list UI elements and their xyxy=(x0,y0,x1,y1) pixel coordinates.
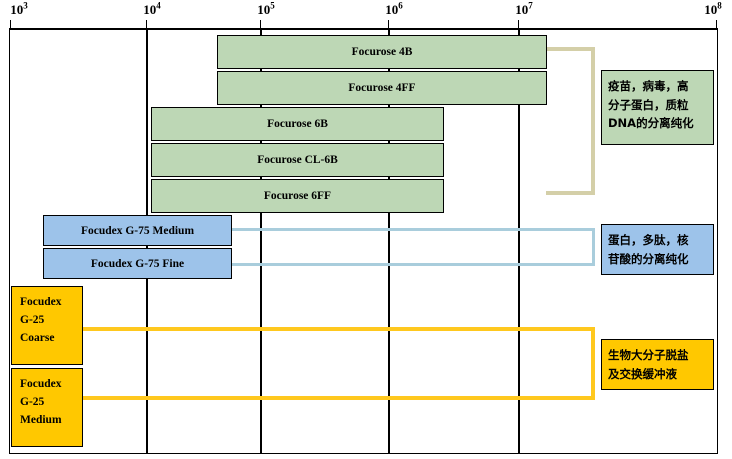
x-axis-label-1e7: 107 xyxy=(515,0,533,17)
note-line2: 及交换缓冲液 xyxy=(608,366,677,381)
x-axis-label-1e5: 105 xyxy=(257,0,275,17)
bar-focudex-g25-medium[interactable]: Focudex G-25 Medium xyxy=(11,368,83,447)
bar-label-line2: G-25 xyxy=(20,395,45,408)
plot-area: Focurose 4B Focurose 4FF Focurose 6B Foc… xyxy=(9,29,718,454)
x-axis-tick-1e5 xyxy=(260,20,261,30)
x-axis-tick-1e7 xyxy=(518,20,519,30)
bar-label: Focurose 6B xyxy=(267,118,328,130)
bar-label-line3: Coarse xyxy=(20,331,55,344)
x-axis-tick-1e3 xyxy=(10,20,11,30)
bar-focurose-6ff[interactable]: Focurose 6FF xyxy=(151,179,444,213)
note-desalt-applications: 生物大分子脱盐 及交换缓冲液 xyxy=(601,339,714,390)
x-axis-label-1e4: 104 xyxy=(143,0,161,17)
bar-label-line1: Focudex xyxy=(20,296,62,308)
bar-label: Focurose 4B xyxy=(351,46,413,58)
bar-label-line3: Medium xyxy=(20,413,62,426)
bar-focurose-cl-6b[interactable]: Focurose CL-6B xyxy=(151,143,444,177)
bar-focudex-g75-fine[interactable]: Focudex G-75 Fine xyxy=(43,248,232,279)
bar-focudex-g75-medium[interactable]: Focudex G-75 Medium xyxy=(43,215,232,246)
note-dextran-applications: 蛋白，多肽，核 苷酸的分离纯化 xyxy=(601,224,714,275)
bracket-desalt xyxy=(83,327,595,400)
note-line1: 蛋白，多肽，核 xyxy=(608,233,689,247)
note-line3: DNA的分离纯化 xyxy=(608,116,694,131)
bar-label: Focudex G-75 Fine xyxy=(90,257,185,270)
bar-label: Focurose 6FF xyxy=(263,190,332,202)
x-axis-tick-1e8 xyxy=(716,20,717,30)
note-line2: 苷酸的分离纯化 xyxy=(608,251,689,266)
bar-label: Focurose CL-6B xyxy=(257,154,338,166)
bracket-agarose xyxy=(546,47,595,195)
x-axis-label-1e3: 103 xyxy=(10,0,28,17)
bar-label: Focudex G-75 Medium xyxy=(80,224,195,237)
bracket-dextran xyxy=(231,228,595,266)
note-line1: 生物大分子脱盐 xyxy=(608,348,689,362)
bar-focurose-6b[interactable]: Focurose 6B xyxy=(151,107,444,141)
note-line2: 分子蛋白，质粒 xyxy=(608,97,689,112)
x-axis: 103 104 105 106 107 108 xyxy=(0,0,732,30)
note-agarose-applications: 疫苗，病毒，高 分子蛋白，质粒 DNA的分离纯化 xyxy=(601,70,714,145)
bar-focudex-g25-coarse[interactable]: Focudex G-25 Coarse xyxy=(11,286,83,365)
x-axis-label-1e8: 108 xyxy=(704,0,722,17)
bar-label-line2: G-25 xyxy=(20,313,45,326)
bar-label-line1: Focudex xyxy=(20,378,62,390)
bar-focurose-4ff[interactable]: Focurose 4FF xyxy=(217,71,547,105)
note-line1: 疫苗，病毒，高 xyxy=(608,79,689,93)
gridline-1e6 xyxy=(388,30,390,453)
bar-label: Focurose 4FF xyxy=(348,82,416,94)
gridline-1e5 xyxy=(260,30,262,453)
gridline-1e7 xyxy=(518,30,520,453)
x-axis-tick-1e4 xyxy=(146,20,147,30)
bar-focurose-4b[interactable]: Focurose 4B xyxy=(217,35,547,69)
x-axis-label-1e6: 106 xyxy=(385,0,403,17)
x-axis-tick-1e6 xyxy=(388,20,389,30)
